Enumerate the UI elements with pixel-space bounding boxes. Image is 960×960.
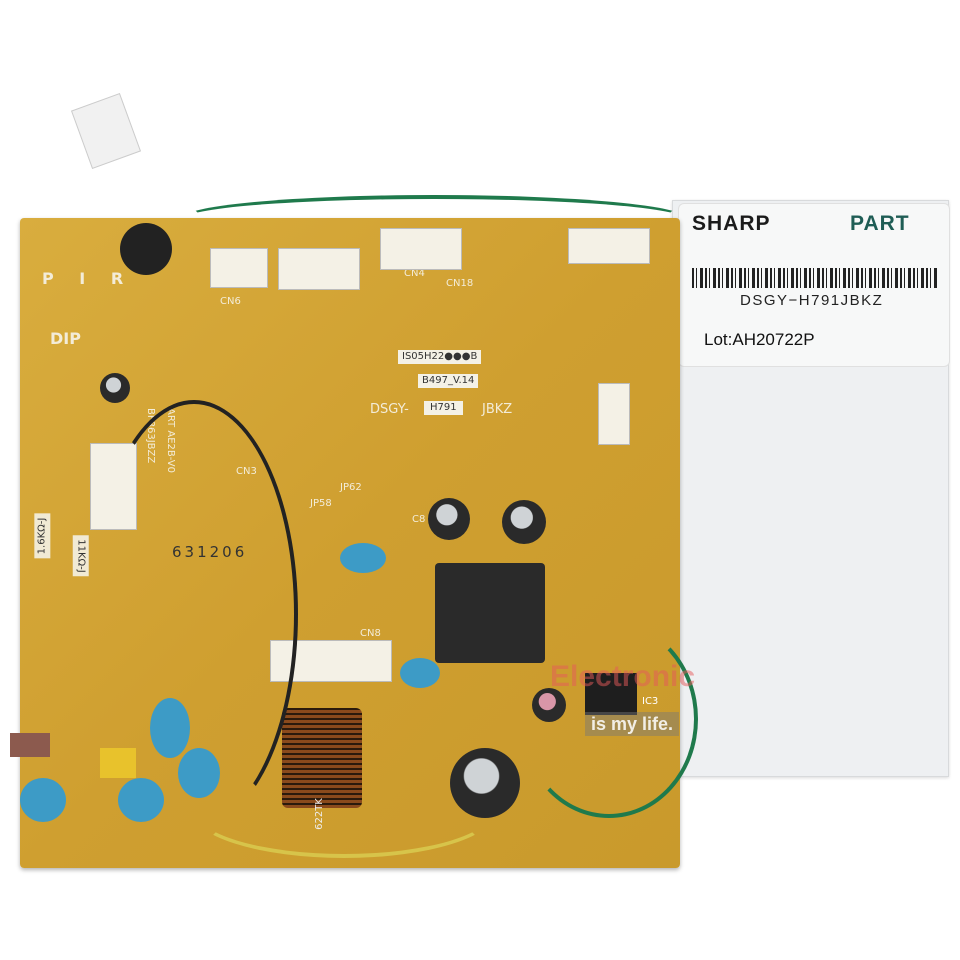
wire-plug xyxy=(70,92,142,170)
connector-cn2 xyxy=(598,383,630,445)
green-wire-lower xyxy=(520,620,698,818)
black-wire xyxy=(90,400,298,828)
version-sticker: B497_V.14 xyxy=(418,374,479,388)
y-capacitor xyxy=(400,658,440,688)
capacitor xyxy=(502,500,546,544)
capacitor xyxy=(100,373,130,403)
cn4-label: CN4 xyxy=(404,268,425,279)
transformer xyxy=(435,563,545,663)
connector-cn6 xyxy=(210,248,268,288)
fuse xyxy=(10,733,50,757)
yellow-wire xyxy=(190,760,498,858)
y-capacitor xyxy=(20,778,66,822)
ic-code-sticker: IS05H22●●●B xyxy=(398,350,482,364)
jp58-label: JP58 xyxy=(310,498,332,509)
part-number: DSGY−H791JBKZ xyxy=(740,292,884,309)
barcode xyxy=(692,268,937,288)
ic3-label: IC3 xyxy=(642,696,659,707)
y-capacitor xyxy=(340,543,386,573)
model-suffix: JBKZ xyxy=(482,402,513,417)
dip-label: DIP xyxy=(50,329,81,348)
cn8-label: CN8 xyxy=(360,628,381,639)
jp62-label: JP62 xyxy=(340,482,362,493)
cn18-label: CN18 xyxy=(446,278,474,289)
connector-cn3 xyxy=(278,248,360,290)
buzzer xyxy=(120,223,172,275)
pir-label: P I R xyxy=(42,269,134,288)
green-wire xyxy=(180,195,688,243)
c8-label: C8 xyxy=(412,514,426,525)
model-prefix: DSGY- xyxy=(370,402,409,417)
part-tag: PART xyxy=(850,212,910,235)
capacitor xyxy=(428,498,470,540)
brand-name: SHARP xyxy=(692,212,771,235)
resistor: 11KΩ-J xyxy=(72,535,89,577)
lot-number: Lot:AH20722P xyxy=(704,330,815,349)
resistor: 1.6KΩ-J xyxy=(34,513,51,559)
model-sticker: H791 xyxy=(424,401,463,415)
watermark-tagline: is my life. xyxy=(585,712,680,736)
watermark-text: Electronic xyxy=(550,660,696,693)
cn6-label: CN6 xyxy=(220,296,241,307)
